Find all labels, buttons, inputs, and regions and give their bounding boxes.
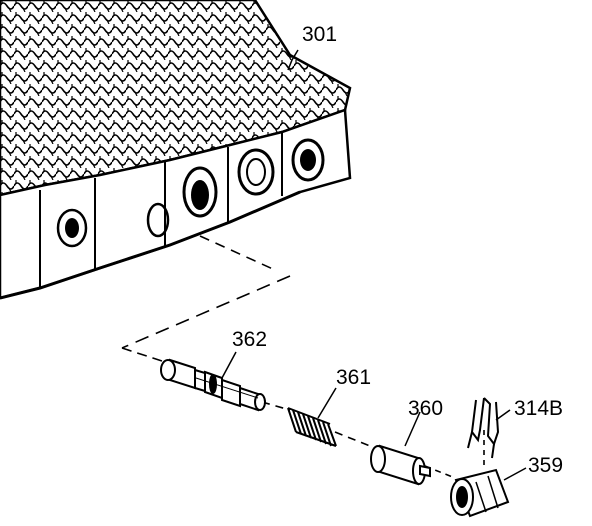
valve-body-bore [146,202,170,238]
retainer-clip-314b [467,397,500,459]
valve-body-bore [291,138,325,182]
valve-body-bore [56,208,88,248]
valve-body-bore [182,166,218,218]
callout-314b: 314B [514,397,564,420]
valve-body [0,0,352,300]
callout-362: 362 [232,328,268,351]
valve-body-bore [237,148,275,196]
callout-359: 359 [528,454,564,477]
callout-361: 361 [336,366,372,389]
callout-301: 301 [302,23,338,46]
sleeve-359 [450,468,510,518]
callout-360: 360 [408,397,444,420]
valve-362 [160,358,266,412]
exploded-centerline [121,235,485,479]
bore-plug-360 [370,444,431,486]
spring-361 [287,407,337,447]
